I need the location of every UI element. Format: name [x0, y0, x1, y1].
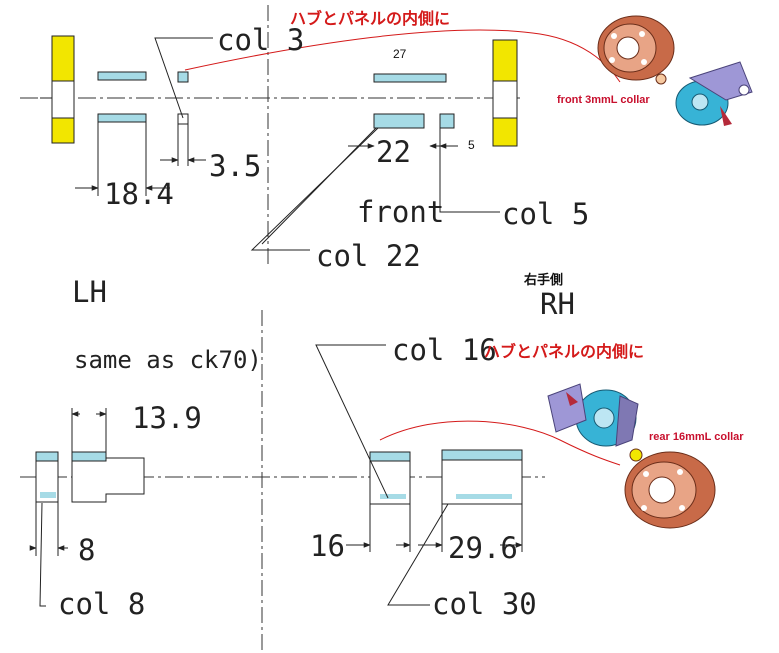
front-hub-icon: [597, 15, 675, 85]
dim-27: 27: [393, 47, 407, 61]
label-rh-jp: 右手側: [523, 272, 563, 288]
dim-29-6: 29.6: [448, 531, 518, 565]
label-col16: col 16: [392, 333, 497, 367]
bushing-18-4-upper: [97, 71, 147, 81]
top-annotation-jp: ハブとパネルの内側に: [290, 9, 450, 28]
bushing-13-9: [71, 451, 145, 503]
dim-3-5: 3.5: [209, 149, 261, 183]
label-front: front: [357, 195, 444, 229]
label-col30: col 30: [432, 587, 537, 621]
label-same-as: same as ck70): [74, 346, 262, 374]
bottom-annotation-jp: ハブとパネルの内側に: [484, 342, 644, 361]
dim-18-4: 18.4: [104, 177, 174, 211]
top-dimension-lines: [75, 37, 500, 251]
bottom-red-leader-curve: [379, 420, 621, 466]
front-collar-label: front 3mmL collar: [557, 94, 650, 106]
rear-hub-icon: [624, 448, 716, 529]
dim-22: 22: [376, 135, 411, 169]
collar-col5: [439, 113, 455, 129]
dim-13-9: 13.9: [132, 401, 202, 435]
dim-16: 16: [310, 529, 345, 563]
dim-8: 8: [78, 533, 95, 567]
label-col3: col 3: [217, 23, 304, 57]
label-col5: col 5: [502, 197, 589, 231]
label-col8: col 8: [58, 587, 145, 621]
collar-col16: [369, 451, 411, 505]
label-rh: RH: [540, 287, 575, 321]
front-knuckle-icon: [675, 61, 753, 126]
bushing-col30: [441, 449, 523, 505]
label-lh: LH: [72, 275, 107, 309]
bushing-18-4-lower: [97, 113, 147, 123]
collar-col3-upper: [177, 71, 189, 83]
label-col22: col 22: [316, 239, 421, 273]
rear-knuckle-icon: [547, 383, 639, 447]
bottom-dimension-lines: [29, 344, 523, 607]
dim-5: 5: [468, 138, 475, 152]
collar-col3-lower: [177, 113, 189, 125]
collar-col22: [373, 113, 425, 129]
right-panel: [492, 39, 518, 147]
rear-collar-label: rear 16mmL collar: [649, 431, 744, 443]
bushing-27-upper: [373, 73, 447, 83]
left-panel: [40, 35, 75, 144]
collar-col8: [35, 451, 59, 503]
